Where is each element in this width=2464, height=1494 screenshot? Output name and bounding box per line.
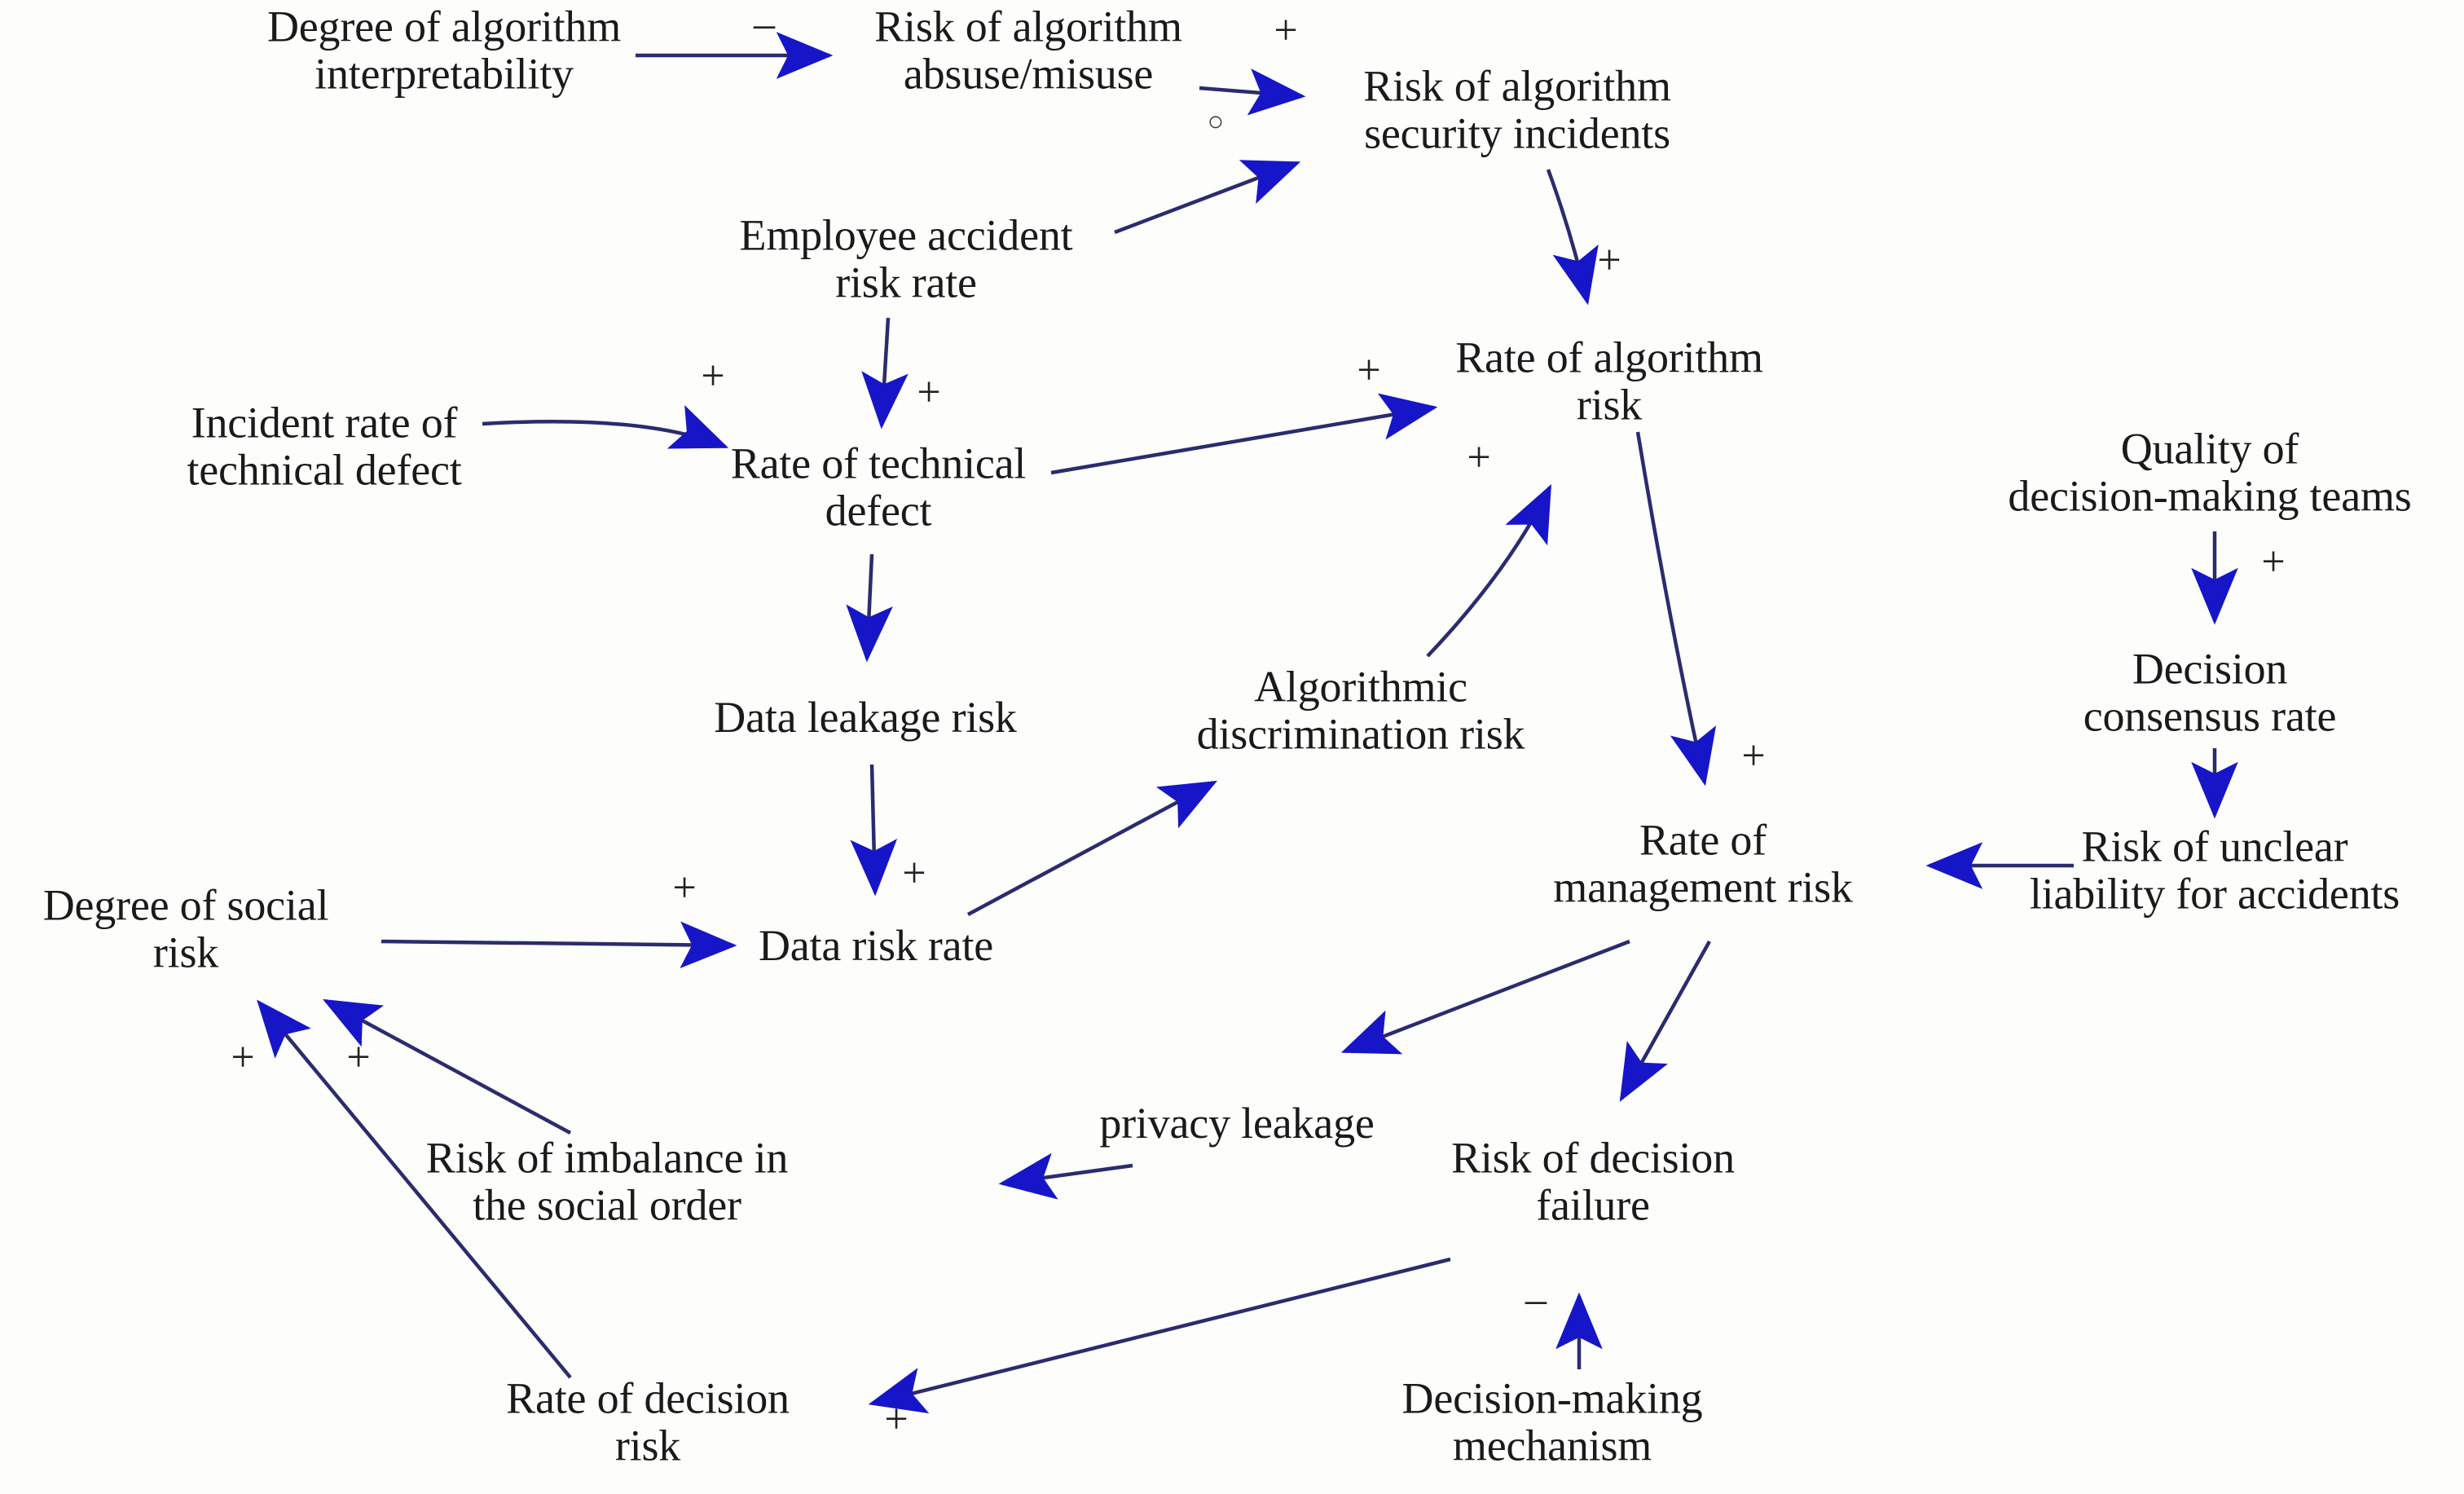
node-quality-of-decision-making-teams[interactable]: Quality of decision-making teams	[2008, 424, 2412, 521]
polarity-social-risk-to-data-risk: +	[672, 865, 697, 911]
node-rate-of-management-risk[interactable]: Rate of management risk	[1553, 815, 1853, 912]
link-algorithm-risk-to-management	[1635, 431, 1717, 787]
polarity-decision-failure-to-decision-rate: +	[884, 1396, 909, 1443]
link-employee-accident-to-security	[1114, 160, 1301, 235]
node-incident-rate-of-technical-defect[interactable]: Incident rate of technical defect	[187, 398, 462, 495]
ring-marker-icon: ○	[1207, 107, 1225, 137]
polarity-discrimination-to-algorithm-risk: +	[1467, 434, 1491, 481]
node-risk-of-unclear-liability-for-accidents[interactable]: Risk of unclear liability for accidents	[2029, 822, 2400, 919]
node-risk-of-decision-failure[interactable]: Risk of decision failure	[1451, 1133, 1735, 1230]
node-rate-of-technical-defect[interactable]: Rate of technical defect	[730, 439, 1027, 535]
node-data-risk-rate[interactable]: Data risk rate	[758, 920, 994, 970]
node-data-leakage-risk[interactable]: Data leakage risk	[714, 692, 1017, 742]
link-security-to-algorithm-risk	[1546, 169, 1599, 306]
node-decision-consensus-rate[interactable]: Decision consensus rate	[2083, 644, 2337, 741]
polarity-incident-rate-to-technical-defect: +	[701, 353, 725, 399]
link-imbalance-to-social-risk	[323, 998, 572, 1135]
node-risk-of-algorithm-abuse-misuse[interactable]: Risk of algorithm absuse/misuse	[874, 2, 1182, 99]
node-degree-of-algorithm-interpretability[interactable]: Degree of algorithm interpretability	[266, 2, 622, 99]
node-rate-of-algorithm-risk[interactable]: Rate of algorithm risk	[1455, 333, 1763, 430]
link-management-to-privacy-leakage	[1340, 939, 1630, 1055]
link-decision-risk-to-social-risk	[257, 999, 572, 1379]
node-risk-of-algorithm-security-incidents[interactable]: Risk of algorithm security incidents	[1363, 61, 1671, 158]
link-employee-accident-to-tech-defect	[861, 317, 909, 430]
link-data-leakage-to-data-risk	[850, 764, 898, 897]
link-privacy-to-imbalance	[998, 1152, 1133, 1200]
polarity-mechanism-to-decision-failure: –	[1525, 1276, 1547, 1323]
node-algorithmic-discrimination-risk[interactable]: Algorithmic discrimination risk	[1196, 662, 1525, 759]
node-privacy-leakage[interactable]: privacy leakage	[1099, 1098, 1375, 1148]
link-incident-rate-to-technical-defect	[482, 405, 729, 449]
polarity-imbalance-to-social-risk: +	[346, 1034, 371, 1081]
polarity-tech-defect-to-algorithm-risk: +	[1357, 347, 1381, 394]
link-decision-failure-to-decision-rate	[868, 1257, 1451, 1414]
polarity-algorithm-risk-to-management: +	[1741, 733, 1766, 779]
link-tech-defect-to-data-leakage	[846, 553, 893, 663]
polarity-decision-risk-to-social-risk: +	[231, 1034, 255, 1081]
node-decision-making-mechanism[interactable]: Decision-making mechanism	[1401, 1373, 1703, 1470]
node-rate-of-decision-risk[interactable]: Rate of decision risk	[506, 1373, 790, 1470]
polarity-interpretability-to-abuse: –	[754, 1, 775, 47]
node-risk-of-imbalance-in-the-social-order[interactable]: Risk of imbalance in the social order	[425, 1133, 789, 1230]
link-abuse-to-security-incidents	[1199, 68, 1306, 116]
node-degree-of-social-risk[interactable]: Degree of social risk	[42, 880, 329, 977]
link-tech-defect-to-algorithm-risk	[1050, 393, 1438, 475]
link-discrimination-to-algorithm-risk	[1426, 483, 1552, 658]
node-employee-accident-risk-rate[interactable]: Employee accident risk rate	[739, 210, 1073, 307]
link-social-risk-to-data-risk	[381, 921, 737, 969]
polarity-quality-to-consensus: +	[2261, 539, 2286, 585]
polarity-abuse-to-security-incidents: +	[1274, 7, 1298, 54]
polarity-data-leakage-to-data-risk: +	[902, 850, 926, 897]
polarity-security-to-algorithm-risk: +	[1597, 237, 1621, 284]
link-data-risk-to-discrimination	[966, 780, 1217, 916]
link-management-to-decision-failure	[1619, 940, 1711, 1102]
polarity-employee-accident-to-tech-defect: +	[917, 369, 941, 416]
